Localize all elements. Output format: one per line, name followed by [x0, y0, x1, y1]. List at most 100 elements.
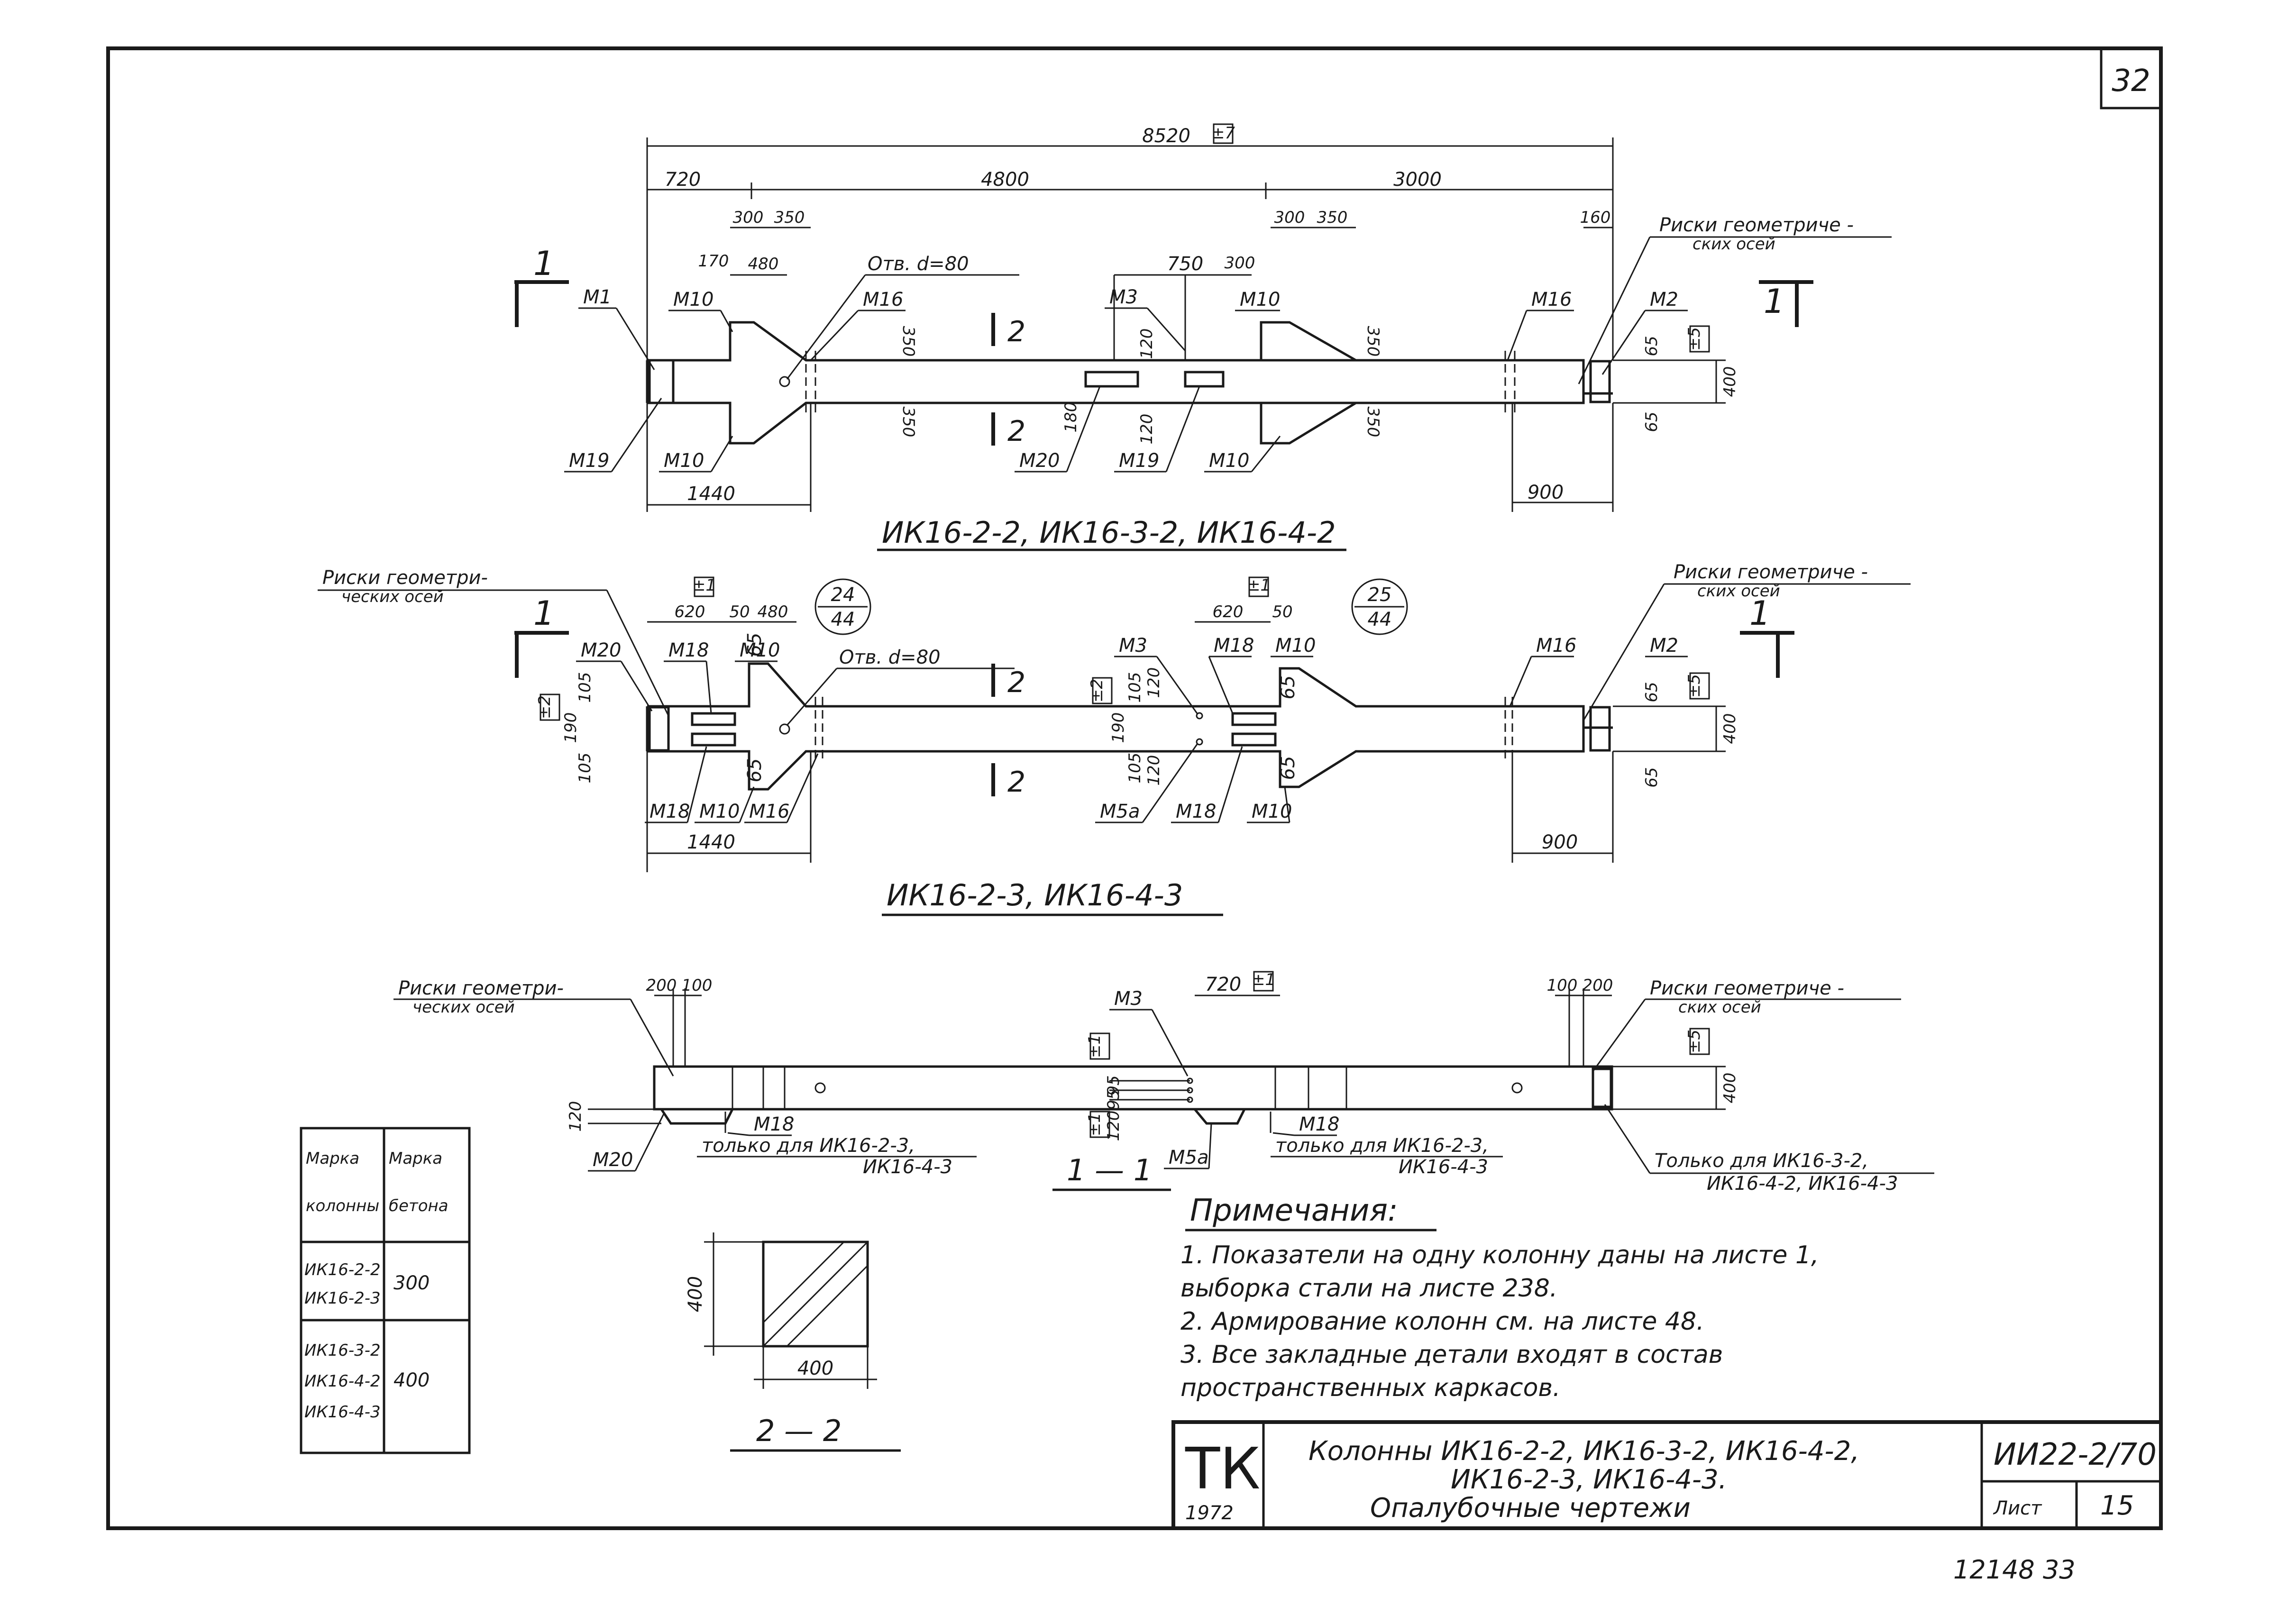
dim-1440: 1440 — [687, 483, 735, 505]
tb-name-line2: ИК16-2-3, ИК16-4-3. — [1451, 1464, 1727, 1495]
mark-m1: М1 — [583, 286, 612, 308]
mid-dim-620a: 620 — [675, 602, 705, 621]
corner-number: 32 — [2112, 64, 2150, 99]
table-row2-concrete: 400 — [393, 1369, 430, 1391]
dim-300a: 300 — [733, 208, 764, 227]
s1-tol1: ±1 — [1252, 970, 1275, 989]
mark-m10-br: М10 — [1209, 450, 1249, 472]
mid-mark-m18-bl: М18 — [650, 801, 690, 822]
mark-m19-bl: М19 — [569, 450, 609, 472]
mid-hole-note: Отв. d=80 — [839, 647, 941, 668]
mid-section-mark-right: 1 — [1749, 594, 1771, 633]
tb-sheet-no: 15 — [2100, 1490, 2134, 1521]
note-line-1: 1. Показатели на одну колонну даны на ли… — [1180, 1241, 1819, 1269]
mid-dim-50a: 50 — [729, 602, 750, 621]
s1-mark-m18-r: М18 — [1299, 1113, 1339, 1135]
dim-480: 480 — [748, 255, 779, 274]
s1-dim-720: 720 — [1205, 974, 1241, 995]
mark-m16-tr: М16 — [1531, 289, 1572, 310]
grade-table: Марка колонны Марка бетона ИК16-2-2 ИК16… — [300, 1127, 471, 1454]
dim-350b: 350 — [1317, 208, 1348, 227]
tb-name-line1: Колонны ИК16-2-2, ИК16-3-2, ИК16-4-2, — [1308, 1436, 1859, 1467]
s1-mark-m20: М20 — [593, 1149, 633, 1171]
dim-tol5-top: ±5 — [1685, 327, 1704, 351]
dim-170: 170 — [698, 252, 729, 271]
dim-120a: 120 — [1137, 328, 1156, 359]
mid-dim-900: 900 — [1542, 831, 1578, 853]
dim-350-r2: 350 — [1363, 407, 1382, 438]
dim-350-l1: 350 — [899, 326, 918, 357]
dim-160: 160 — [1580, 208, 1611, 227]
mid-mark-m16-r: М16 — [1536, 635, 1576, 657]
axis-note-s1-left-2: ческих осей — [412, 998, 515, 1017]
dim-350a: 350 — [774, 208, 805, 227]
s1-dim-200b: 200 — [1583, 976, 1613, 995]
s1-only-for-b-1: только для ИК16-2-3, — [1275, 1135, 1489, 1157]
mid-dim-120b: 120 — [1144, 755, 1163, 786]
axis-note-top-right-2: ских осей — [1693, 235, 1775, 254]
dim-300b: 300 — [1225, 254, 1255, 273]
mid-dim-65g: 65 — [1642, 767, 1661, 787]
s1-dim-95b: 95 — [1104, 1089, 1123, 1110]
dim-120b: 120 — [1137, 414, 1156, 445]
dim-900-top: 900 — [1528, 482, 1564, 503]
s1-dim-200a: 200 — [646, 976, 677, 995]
note-line-3: 2. Армирование колонн см. на листе 48. — [1180, 1307, 1704, 1336]
s1-only-for-b-2: ИК16-4-3 — [1399, 1156, 1488, 1178]
s1-tol1c: ±1 — [1085, 1113, 1104, 1136]
top-cut-mark-upper: 2 — [1007, 315, 1025, 348]
dim-3000: 3000 — [1393, 169, 1442, 191]
section-1-1-title: 1 — 1 — [1067, 1153, 1152, 1187]
mid-tol2b: ±2 — [1088, 679, 1107, 703]
top-cut-mark-lower: 2 — [1007, 415, 1025, 448]
mark-m10-tr: М10 — [1240, 289, 1280, 310]
top-hole-note: Отв. d=80 — [868, 253, 969, 275]
tb-org: ТК — [1185, 1436, 1261, 1502]
mid-marks: М20 М18 М10 М3 М18 М10 М16 М2 М18 М10 М1… — [576, 635, 1688, 823]
dim-overall: 8520 — [1142, 125, 1190, 147]
mark-m19-b: М19 — [1119, 450, 1159, 472]
mid-cut-mark-upper: 2 — [1007, 666, 1025, 699]
s1-only-for-c-1: Только для ИК16-3-2, — [1655, 1150, 1868, 1172]
s1-tol5: ±5 — [1685, 1030, 1704, 1053]
mid-mark-m10-tl: М10 — [740, 639, 780, 661]
axis-note-mid-right: Риски геометриче - — [1674, 561, 1868, 583]
mid-dim-190b: 190 — [1109, 712, 1128, 743]
mark-m20-top: М20 — [1019, 450, 1060, 472]
mid-mark-m5a: М5а — [1100, 801, 1140, 822]
dim-65a: 65 — [1642, 336, 1661, 356]
note-line-4: 3. Все закладные детали входят в состав — [1180, 1341, 1723, 1369]
axis-note-s1-left: Риски геометри- — [398, 977, 564, 999]
top-view-title: ИК16-2-2, ИК16-3-2, ИК16-4-2 — [882, 515, 1336, 550]
top-section-mark-left: 1 — [533, 244, 555, 283]
axis-note-mid-right-2: ских осей — [1697, 582, 1780, 601]
dim-65b: 65 — [1642, 411, 1661, 432]
mid-tol2a: ±2 — [535, 695, 554, 719]
mid-mark-m10-br: М10 — [1252, 801, 1292, 822]
s1-mark-m18-l: М18 — [754, 1113, 794, 1135]
axis-note-s1-right: Риски геометриче - — [1650, 977, 1844, 999]
mid-dim-480: 480 — [758, 602, 788, 621]
dim-300c: 300 — [1274, 208, 1305, 227]
section-2-2: 400 400 2 — 2 — [685, 1232, 901, 1452]
notes: Примечания: 1. Показатели на одну колонн… — [1180, 1193, 1819, 1402]
table-header-col-2: колонны — [306, 1196, 379, 1215]
note-line-5: пространственных каркасов. — [1180, 1374, 1561, 1402]
section-1-1: Риски геометри- ческих осей Риски геомет… — [393, 970, 1934, 1195]
mid-mark-m18-tl: М18 — [668, 639, 709, 661]
axis-note-s1-right-2: ских осей — [1678, 998, 1761, 1017]
mid-dim-65a: 65 — [744, 633, 766, 657]
mid-dim-50b: 50 — [1272, 602, 1292, 621]
circle-left-bottom: 44 — [831, 609, 855, 630]
page-marks: 12148 33 — [1953, 1555, 2076, 1585]
axis-note-mid-left: Риски геометри- — [322, 567, 488, 589]
mid-dim-620b: 620 — [1213, 602, 1244, 621]
mid-mark-m20: М20 — [581, 639, 621, 661]
mark-m10-tl: М10 — [673, 289, 714, 310]
mid-mark-m16-bl: М16 — [749, 801, 789, 822]
axis-note-top-right: Риски геометриче - — [1659, 214, 1854, 236]
mid-tol1a: ±1 — [692, 576, 716, 595]
dim-180: 180 — [1061, 402, 1080, 433]
notes-heading: Примечания: — [1190, 1193, 1398, 1228]
